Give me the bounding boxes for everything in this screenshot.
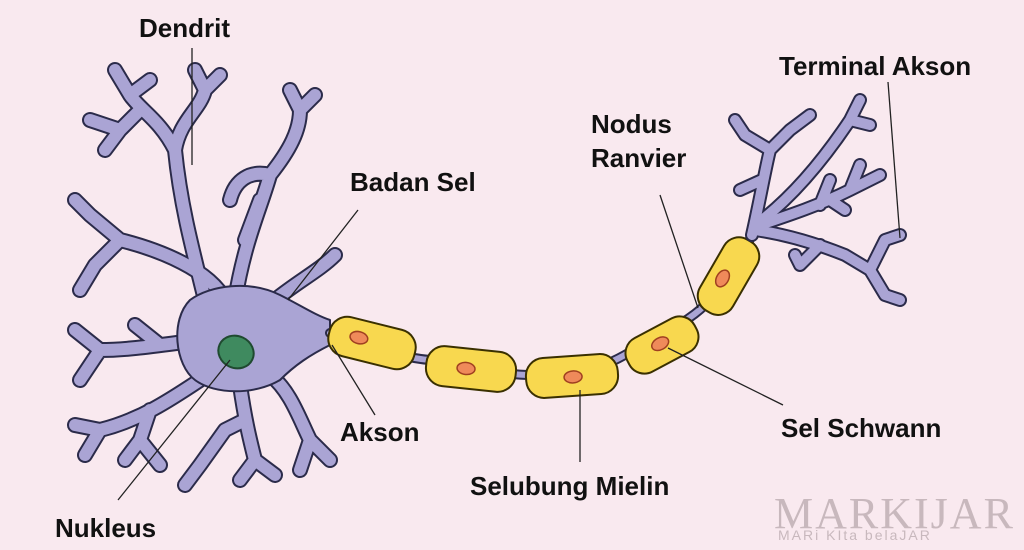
label-dendrit: Dendrit: [139, 13, 230, 43]
label-terminal-akson: Terminal Akson: [779, 51, 972, 81]
leader-line-terminal-akson: [887, 81, 901, 239]
cell-nucleus: [217, 334, 255, 370]
leader-lines: [117, 48, 901, 501]
myelin-segment: [696, 236, 761, 316]
dendrites: [67, 62, 343, 493]
label-nukleus: Nukleus: [55, 513, 157, 543]
leader-line-akson: [331, 344, 376, 416]
label-akson: Akson: [340, 417, 420, 447]
myelin-segment: [424, 345, 518, 393]
myelin-segment: [524, 353, 620, 399]
myelin-sheath: [327, 236, 761, 399]
label-badan-sel: Badan Sel: [350, 167, 476, 197]
label-nodus: Nodus: [591, 109, 672, 139]
myelin-segment: [624, 315, 700, 375]
axon-terminals: [728, 93, 907, 307]
cell-body: [176, 284, 331, 393]
watermark-title: MARKIJAR: [774, 489, 1015, 538]
label-ranvier: Ranvier: [591, 143, 687, 173]
watermark-subtitle: MARi KIta belaJAR: [778, 527, 932, 543]
leader-line-nodus-ranvier: [659, 194, 699, 309]
myelin-segment: [327, 315, 417, 371]
label-sel-schwann: Sel Schwann: [781, 413, 942, 443]
leader-line-nukleus: [117, 359, 231, 501]
leader-line-badan-sel: [287, 209, 359, 301]
leader-line-sel-schwann: [667, 347, 784, 406]
label-selubung-mielin: Selubung Mielin: [470, 471, 670, 501]
